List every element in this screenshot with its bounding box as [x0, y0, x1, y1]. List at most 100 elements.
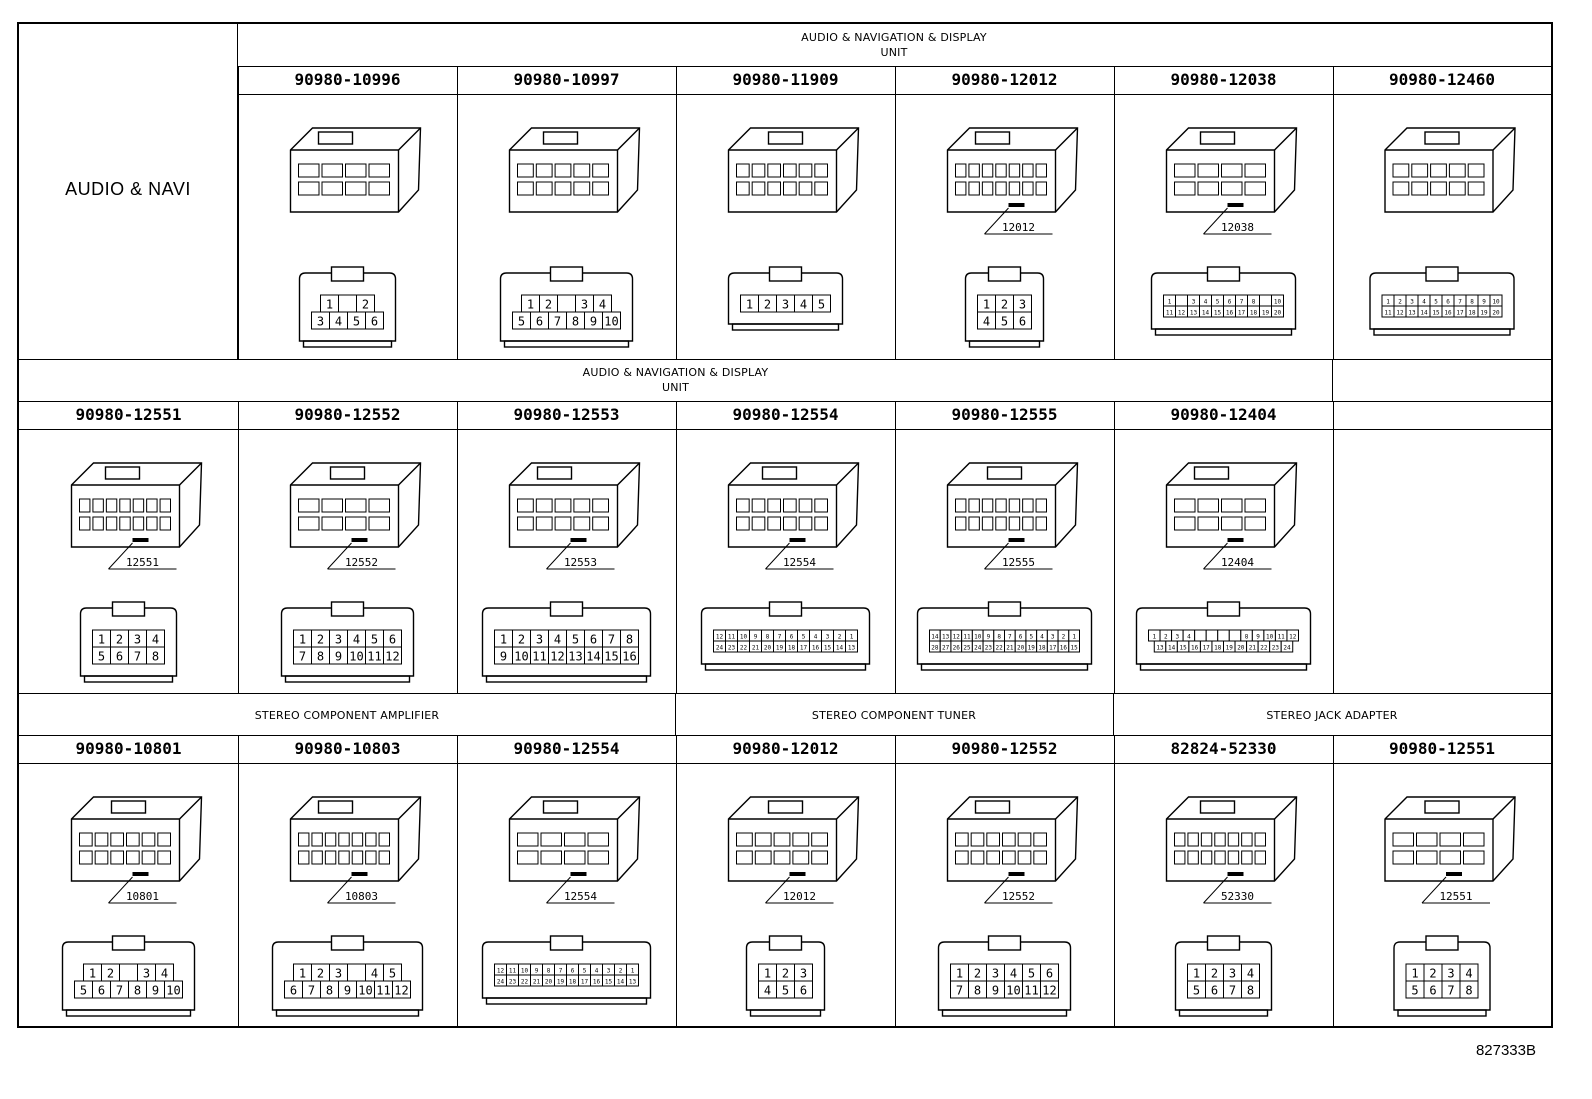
callout-label: 12552 — [1002, 890, 1035, 903]
pin-number: 9 — [152, 984, 159, 998]
pin-number: 3 — [335, 967, 342, 981]
pin-number: 12 — [497, 968, 505, 975]
divider — [1113, 693, 1114, 735]
pin-cavity — [392, 980, 411, 999]
pin-cavity — [1489, 305, 1503, 318]
connector-face — [727, 266, 844, 331]
pin-cavity — [812, 294, 831, 313]
pin-number: 8 — [997, 634, 1001, 641]
pin-number: 7 — [299, 650, 306, 664]
pin-cavity — [626, 974, 639, 987]
pin-number: 5 — [583, 968, 587, 975]
pin-number: 3 — [134, 633, 141, 647]
pin-number: 1 — [1411, 967, 1418, 981]
callout-leader — [984, 876, 1053, 904]
callout-leader — [327, 542, 396, 570]
pin-number: 8 — [1252, 299, 1256, 306]
pin-cavity — [119, 963, 138, 982]
pin-number: 4 — [1465, 967, 1472, 981]
pin-number: 27 — [942, 645, 950, 652]
pin-number: 7 — [554, 315, 561, 329]
pin-cavity — [1271, 305, 1284, 318]
pin-cavity — [1280, 640, 1294, 653]
pin-number: 10 — [514, 650, 528, 664]
pin-number: 23 — [509, 979, 517, 986]
pin-cavity — [1259, 294, 1272, 307]
pin-number: 8 — [317, 650, 324, 664]
pin-number: 7 — [308, 984, 315, 998]
pin-number: 12 — [716, 634, 724, 641]
pin-number: 23 — [728, 645, 736, 652]
pin-number: 2 — [1001, 298, 1008, 312]
pin-number: 18 — [569, 979, 577, 986]
pin-number: 5 — [353, 315, 360, 329]
pin-number: 1 — [98, 633, 105, 647]
divider — [1333, 401, 1334, 693]
pin-number: 1 — [1152, 634, 1156, 641]
pin-number: 19 — [557, 979, 565, 986]
divider — [19, 763, 1551, 764]
pin-number: 3 — [581, 298, 588, 312]
pin-number: 7 — [1008, 634, 1012, 641]
pin-number: 16 — [1060, 645, 1068, 652]
divider — [1332, 359, 1333, 401]
pin-number: 16 — [622, 650, 636, 664]
divider — [1333, 735, 1334, 1026]
callout-label: 12012 — [1002, 221, 1035, 234]
pin-number: 13 — [568, 650, 582, 664]
part-number: 90980-12553 — [513, 405, 620, 424]
pin-number: 6 — [116, 650, 123, 664]
pin-number: 13 — [942, 634, 950, 641]
callout-label: 12551 — [1439, 890, 1472, 903]
pin-number: 6 — [1446, 299, 1450, 306]
pin-number: 10 — [604, 315, 618, 329]
group-title: STEREO COMPONENT TUNER — [811, 709, 977, 722]
pin-number: 11 — [1384, 310, 1392, 317]
pin-number: 5 — [371, 633, 378, 647]
pin-number: 13 — [848, 645, 856, 652]
pin-number: 2 — [317, 967, 324, 981]
pin-number: 5 — [1434, 299, 1438, 306]
pin-number: 6 — [1019, 315, 1026, 329]
connector-housing-drawing — [1165, 796, 1298, 882]
divider — [238, 735, 239, 1026]
pin-number: 17 — [581, 979, 589, 986]
pin-number: 1 — [326, 298, 333, 312]
pin-number: 22 — [1260, 645, 1268, 652]
pin-number: 4 — [353, 633, 360, 647]
pin-number: 2 — [1429, 967, 1436, 981]
pin-cavity — [146, 646, 165, 665]
pin-number: 9 — [992, 984, 999, 998]
connector-housing-drawing — [508, 462, 641, 548]
connector-housing-drawing — [70, 462, 203, 548]
pin-number: 7 — [1229, 984, 1236, 998]
pin-cavity — [347, 963, 366, 982]
pin-cavity — [1217, 629, 1230, 642]
pin-number: 14 — [931, 634, 939, 641]
connector-chart: AUDIO & NAVI AUDIO & NAVIGATION & DISPLA… — [17, 22, 1553, 1028]
pin-number: 4 — [161, 967, 168, 981]
connector-housing-drawing — [508, 127, 641, 213]
pin-number: 6 — [1211, 984, 1218, 998]
pin-number: 14 — [1420, 310, 1428, 317]
pin-number: 9 — [754, 634, 758, 641]
pin-number: 1 — [1168, 299, 1172, 306]
connector-face — [271, 935, 424, 1017]
part-number: 90980-12551 — [75, 405, 182, 424]
callout-leader — [546, 542, 615, 570]
connector-housing-drawing — [727, 127, 860, 213]
pin-number: 18 — [1468, 310, 1476, 317]
part-number: 90980-12552 — [294, 405, 401, 424]
connector-housing-drawing — [289, 796, 422, 882]
divider — [457, 735, 458, 1026]
